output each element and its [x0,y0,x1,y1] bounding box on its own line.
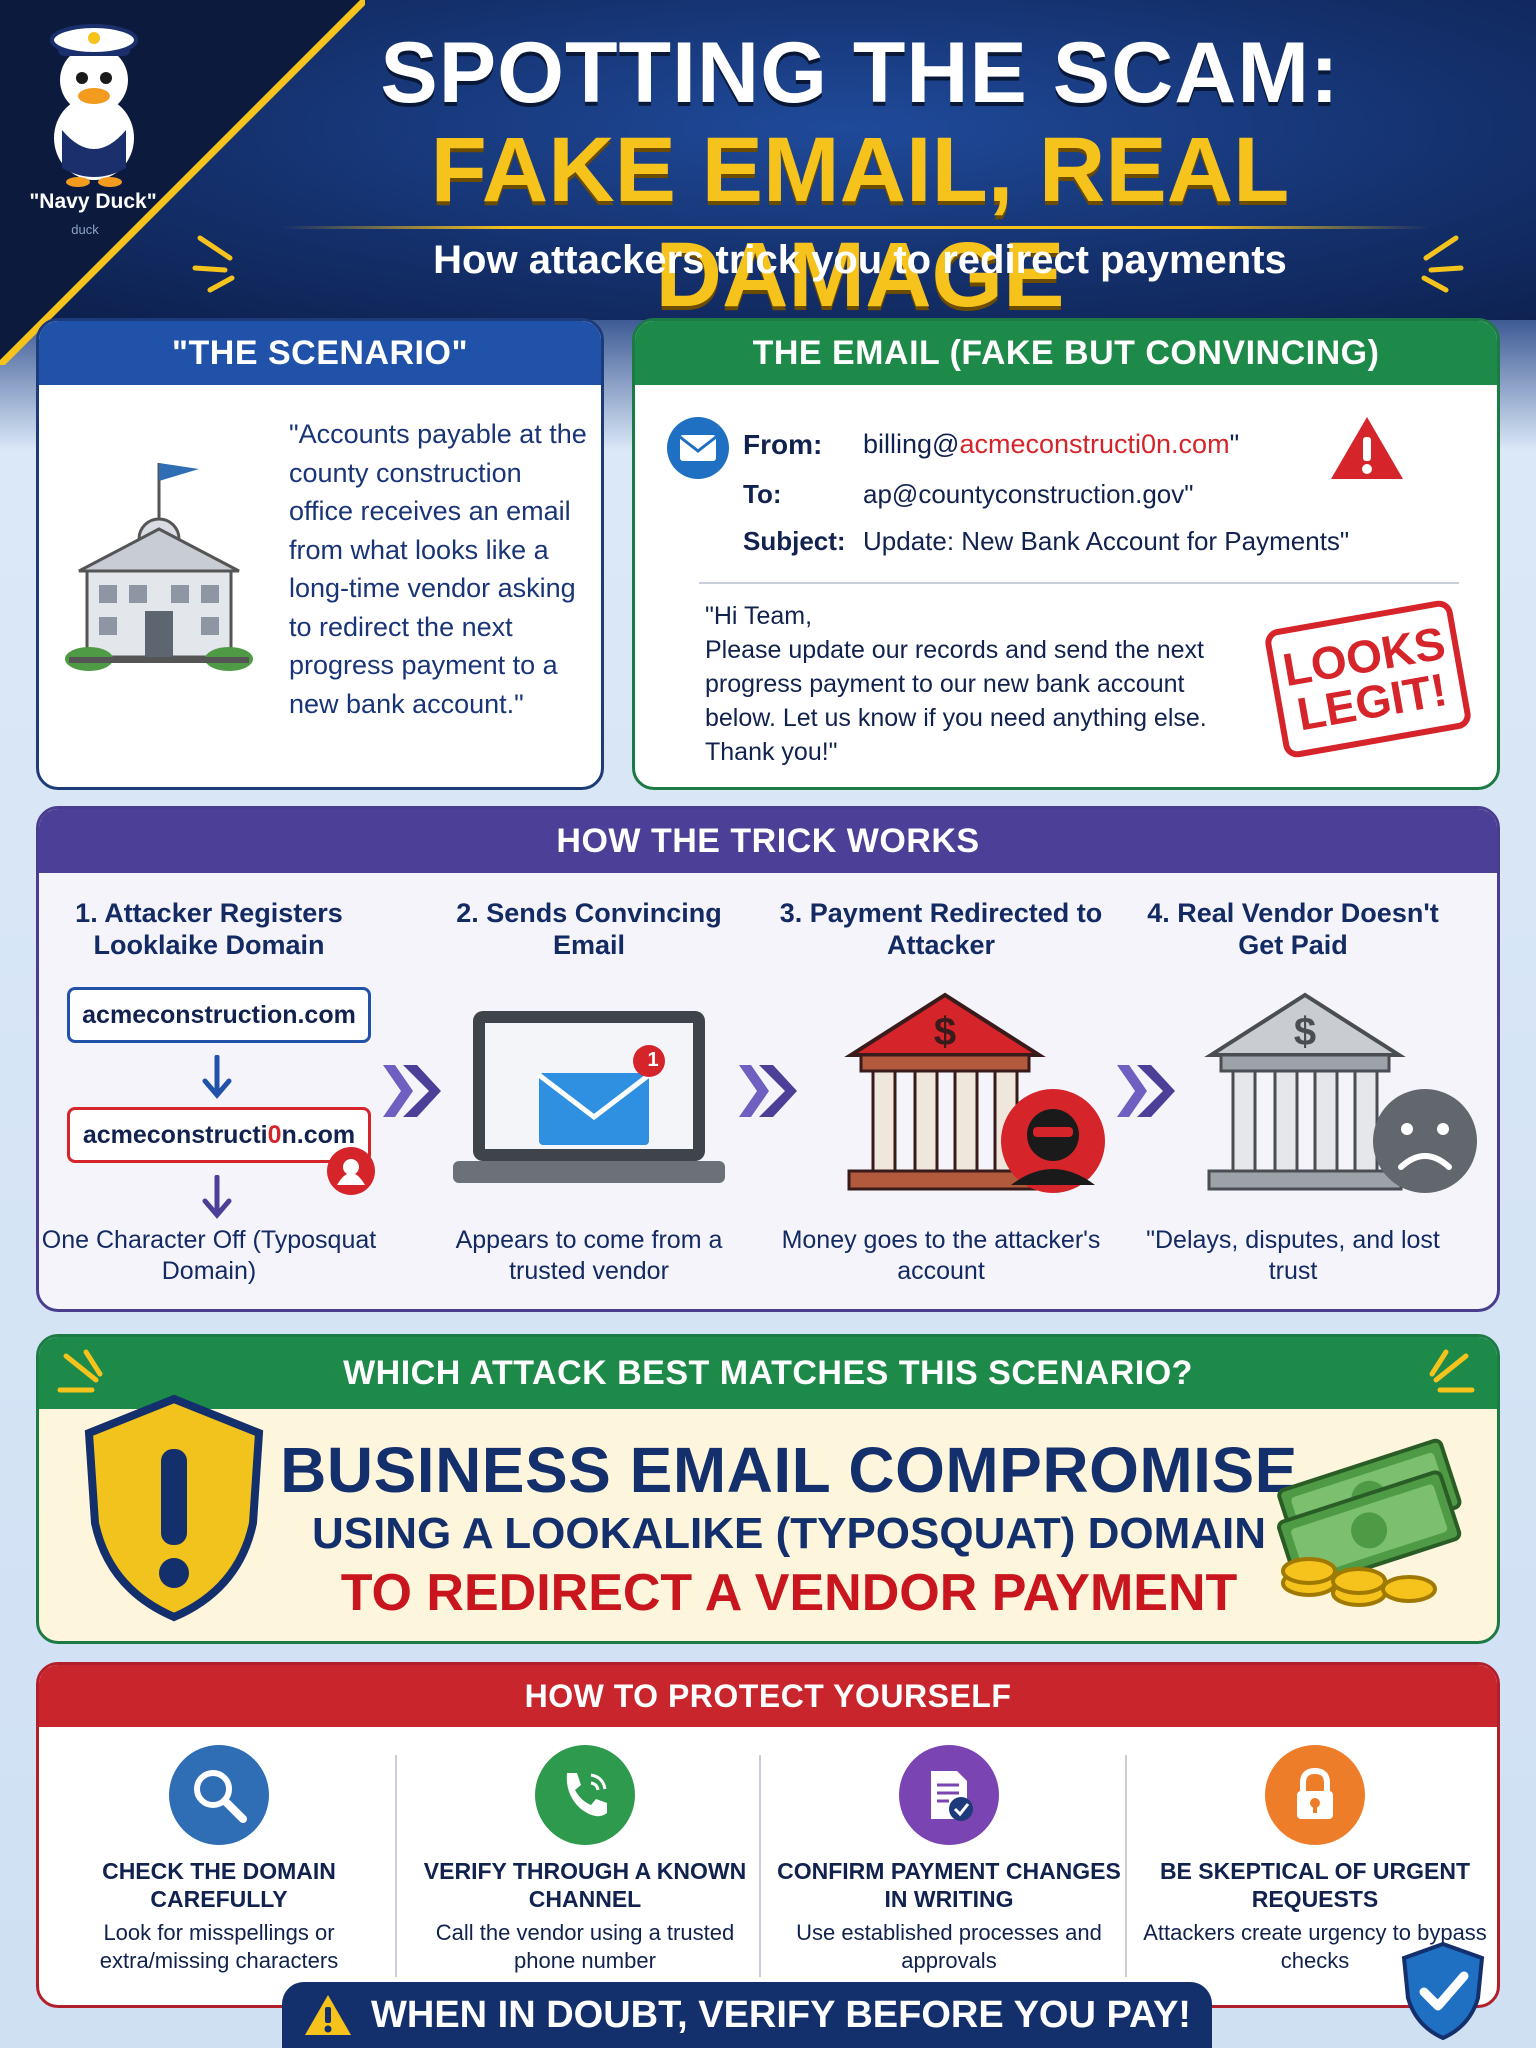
footer-banner: WHEN IN DOUBT, VERIFY BEFORE YOU PAY! [282,1982,1212,2048]
email-greeting: "Hi Team, [705,602,813,630]
navy-duck-mascot-icon [50,24,138,187]
spoofed-domain: acmeconstructi0n.com [959,429,1230,459]
chevron-right-icon [1117,1065,1175,1117]
svg-text:$: $ [934,1010,956,1054]
tip-confirm-writing: CONFIRM PAYMENT CHANGES IN WRITING Use e… [769,1745,1129,1975]
sparkle-icon [1429,1349,1475,1393]
fake-domain-zero: 0 [267,1120,282,1149]
step-title: 3. Payment Redirected to Attacker [779,898,1103,960]
step-title: 2. Sends Convincing Email [456,898,722,960]
tip-desc: Attackers create urgency to bypass check… [1143,1920,1487,1973]
fake-domain-part: acmeconstructi [82,1120,268,1149]
unread-count-badge: 1 [647,1049,659,1071]
tip-title: VERIFY THROUGH A KNOWN CHANNEL [423,1858,747,1912]
step-caption: One Character Off (Typosquat Domain) [41,1226,377,1285]
trick-step-3: 3. Payment Redirected to Attacker [771,897,1111,961]
real-domain-box: acmeconstruction.com [67,987,371,1043]
email-message: Please update our records and send the n… [705,636,1207,732]
trick-panel: HOW THE TRICK WORKS 1. Attacker Register… [36,806,1500,1312]
step-caption: Appears to come from a trusted vendor [455,1226,723,1285]
chevron-right-icon [739,1065,797,1117]
from-label: From: [743,429,823,460]
mascot-name: "Navy Duck" [29,190,157,213]
warning-triangle-icon [1331,417,1403,479]
svg-text:$: $ [1294,1010,1316,1054]
bank-sad-face-icon: $ [1204,992,1477,1193]
trick-heading: HOW THE TRICK WORKS [39,809,1497,873]
sparkle-icon [192,235,235,293]
to-value: ap@countyconstruction.gov" [863,479,1194,509]
answer-panel: WHICH ATTACK BEST MATCHES THIS SCENARIO?… [36,1334,1500,1644]
tip-divider [759,1755,761,1977]
step-caption: "Delays, disputes, and lost trust [1146,1226,1440,1285]
warning-triangle-icon [305,1995,352,2035]
tip-title: CONFIRM PAYMENT CHANGES IN WRITING [777,1858,1121,1912]
tip-check-domain: CHECK THE DOMAIN CAREFULLY Look for miss… [39,1745,399,1975]
laptop-mail-icon [453,1011,725,1183]
subject-value: Update: New Bank Account for Payments" [863,526,1350,556]
arrow-down-icon [202,1175,232,1219]
email-heading: THE EMAIL (FAKE BUT CONVINCING) [635,321,1497,385]
government-building-icon [65,463,253,671]
arrow-down-icon [202,1055,232,1099]
document-check-icon [899,1745,999,1845]
subtitle: How attackers trick you to redirect paym… [433,238,1287,282]
to-label: To: [743,479,782,509]
step-title: 1. Attacker Registers Looklaike Domain [75,898,343,960]
protect-heading: HOW TO PROTECT YOURSELF [39,1665,1497,1727]
bank-attacker-icon: $ [844,992,1105,1193]
scenario-heading: "THE SCENARIO" [39,321,601,385]
question-heading: WHICH ATTACK BEST MATCHES THIS SCENARIO? [39,1337,1497,1409]
phone-icon [535,1745,635,1845]
email-signoff: Thank you!" [705,738,838,766]
check-shield-icon [1401,1941,1485,2040]
sparkle-icon [1421,235,1464,293]
title-divider [280,226,1430,229]
tip-skeptical: BE SKEPTICAL OF URGENT REQUESTS Attacker… [1135,1745,1495,1975]
subject-label: Subject: [743,526,846,556]
title-line-2: FAKE EMAIL, REAL DAMAGE [430,119,1290,326]
step-title: 4. Real Vendor Doesn't Get Paid [1147,898,1439,960]
step-caption: Money goes to the attacker's account [781,1226,1101,1285]
magnifier-icon [169,1745,269,1845]
warning-shield-icon [84,1394,264,1622]
protect-panel: HOW TO PROTECT YOURSELF CHECK THE DOMAIN… [36,1662,1500,2008]
tip-divider [395,1755,397,1977]
padlock-icon [1265,1745,1365,1845]
tip-desc: Use established processes and approvals [796,1920,1102,1973]
email-body: "Hi Team, Please update our records and … [705,599,1225,769]
sparkle-icon [57,1349,103,1393]
email-divider [699,582,1459,584]
trick-step-1: 1. Attacker Registers Looklaike Domain [39,897,379,961]
from-value: billing@acmeconstructi0n.com" [863,429,1239,460]
fake-domain-part: n.com [281,1120,356,1149]
tip-divider [1125,1755,1127,1977]
answer-line-3: TO REDIRECT A VENDOR PAYMENT [340,1564,1238,1622]
tip-desc: Call the vendor using a trusted phone nu… [435,1920,735,1973]
from-prefix: billing@ [863,429,960,459]
footer-text: WHEN IN DOUBT, VERIFY BEFORE YOU PAY! [371,1993,1191,2036]
title-line-1: SPOTTING THE SCAM: [380,25,1340,121]
answer-line-1: BUSINESS EMAIL COMPROMISE [280,1434,1298,1506]
trick-step-2: 2. Sends Convincing Email [419,897,759,961]
envelope-icon [667,417,729,479]
hacker-badge-icon [327,1147,375,1195]
trick-step-4: 4. Real Vendor Doesn't Get Paid [1123,897,1463,961]
chevron-right-icon [383,1065,441,1117]
from-suffix: " [1229,429,1240,459]
tip-title: CHECK THE DOMAIN CAREFULLY [102,1858,336,1912]
looks-legit-stamp: LOOKS LEGIT! [1263,598,1473,760]
tip-desc: Look for misspellings or extra/missing c… [99,1920,339,1973]
mascot-subtext: duck [71,222,99,237]
scenario-text: "Accounts payable at the county construc… [289,419,587,719]
cash-stack-icon [1277,1438,1462,1607]
tip-verify-channel: VERIFY THROUGH A KNOWN CHANNEL Call the … [405,1745,765,1975]
corner-stripe [0,0,365,365]
scenario-panel: "THE SCENARIO" "Accounts payable at the … [36,318,604,790]
email-panel: THE EMAIL (FAKE BUT CONVINCING) From: bi… [632,318,1500,790]
answer-line-2: USING A LOOKALIKE (TYPOSQUAT) DOMAIN [311,1509,1267,1558]
tip-title: BE SKEPTICAL OF URGENT REQUESTS [1159,1858,1471,1912]
